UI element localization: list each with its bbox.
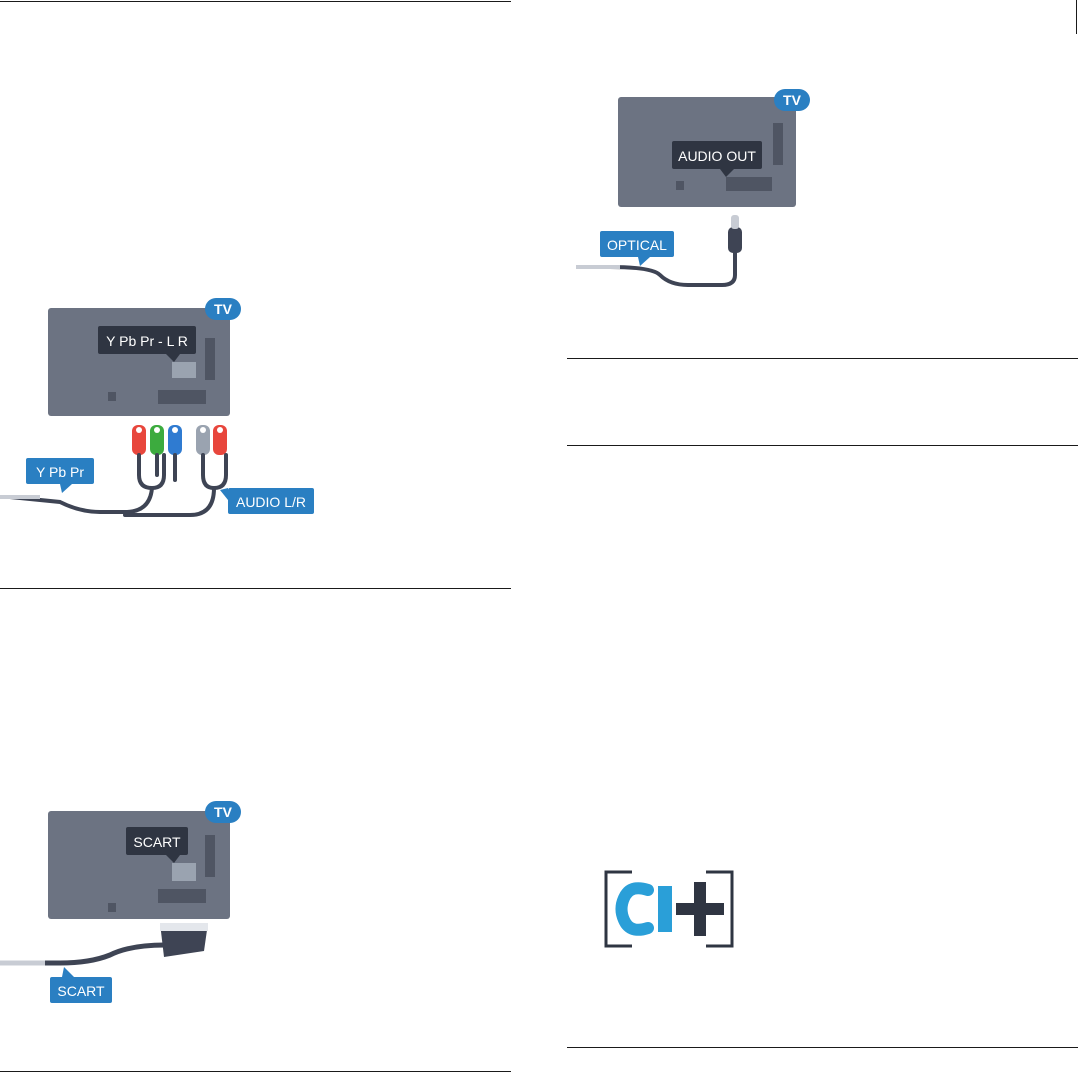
tv-badge: TV — [783, 92, 802, 108]
divider-bottom-left — [0, 1071, 511, 1072]
scart-cable-label: SCART — [57, 983, 105, 999]
scart-label-bg — [50, 977, 112, 1003]
tv-badge-bg — [205, 801, 241, 823]
page-edge-line — [1076, 0, 1077, 34]
audio-lr-label-bg — [228, 488, 314, 514]
ypbpr-cable-label: Y Pb Pr — [36, 464, 84, 480]
audio-lr-cable-label: AUDIO L/R — [236, 494, 306, 510]
divider-top-left — [0, 1, 511, 2]
optical-label-bg — [600, 231, 674, 257]
ypbpr-label-bg — [26, 458, 94, 484]
port-label: SCART — [133, 834, 181, 850]
tv-badge-bg — [774, 89, 810, 111]
tv-badge: TV — [214, 301, 233, 317]
divider-right-3 — [567, 1047, 1078, 1048]
rca-plugs — [132, 425, 227, 455]
port-label: AUDIO OUT — [678, 148, 756, 164]
tv-badge-bg — [205, 298, 241, 320]
optical-connection-figure: TV AUDIO OUT OPTICAL — [570, 85, 820, 295]
tv-badge: TV — [214, 804, 233, 820]
port-callout-bg — [126, 827, 188, 855]
divider-right-1 — [567, 358, 1078, 359]
port-callout-bg — [672, 141, 762, 169]
divider-mid-left — [0, 588, 511, 589]
ci-plus-logo-icon — [602, 868, 736, 950]
optical-cable-label: OPTICAL — [607, 237, 667, 253]
divider-right-2 — [567, 445, 1078, 446]
scart-plug — [160, 923, 208, 957]
port-callout-bg — [98, 326, 196, 354]
scart-connection-figure: TV SCART SCART — [0, 795, 330, 1005]
port-label: Y Pb Pr - L R — [106, 333, 188, 349]
component-connection-figure: TV Y Pb Pr - L R — [0, 290, 330, 525]
optical-plug — [728, 227, 742, 253]
